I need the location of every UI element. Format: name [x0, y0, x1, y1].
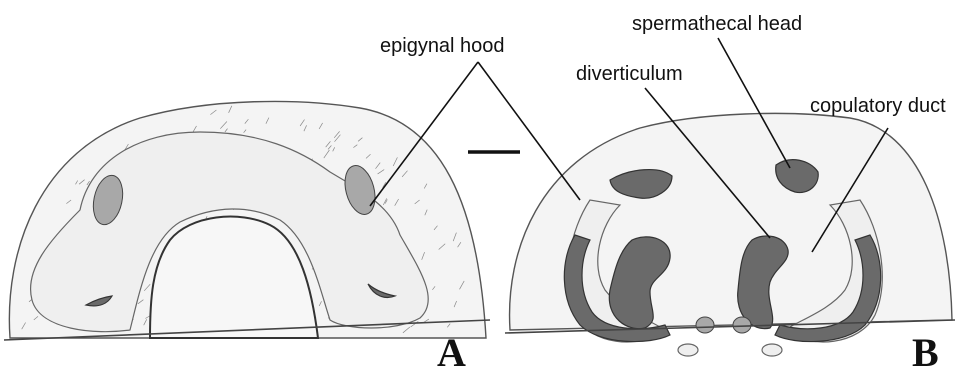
- label-spermathecal-head: spermathecal head: [632, 13, 802, 35]
- label-epigynal-hood: epigynal hood: [380, 35, 505, 57]
- panel-b-right-tip: [762, 344, 782, 356]
- panel-b-left-basal-lobe: [696, 317, 714, 333]
- panel-a-drawing: [4, 101, 490, 340]
- panel-b-right-basal-lobe: [733, 317, 751, 333]
- panel-b-left-tip: [678, 344, 698, 356]
- panel-b-drawing: [505, 113, 955, 356]
- label-diverticulum: diverticulum: [576, 63, 683, 85]
- panel-label-b: B: [912, 330, 939, 375]
- leader-epigynal-hood-b: [478, 62, 580, 200]
- label-copulatory-duct: copulatory duct: [810, 95, 946, 117]
- panel-label-a: A: [437, 330, 466, 375]
